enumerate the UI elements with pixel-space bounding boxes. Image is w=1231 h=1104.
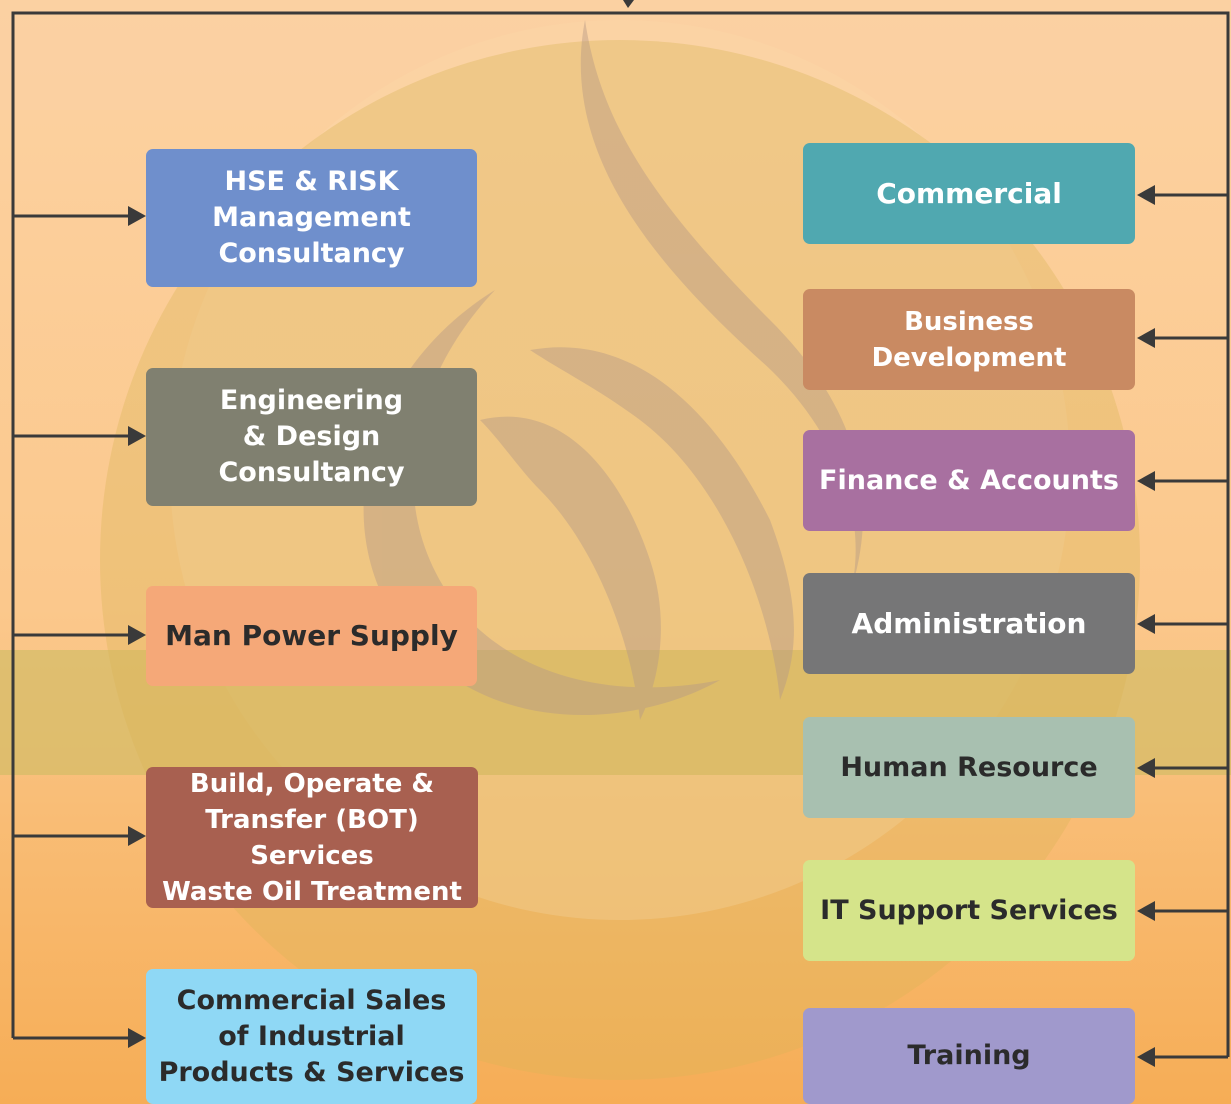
right-arrow-icon [128,1028,146,1048]
finance-accounts-label: Finance & Accounts [819,464,1119,496]
right-arrow-icon [128,625,146,645]
left-arrow-icon [1137,471,1155,491]
right-arrow-icon [128,826,146,846]
trunk-line [11,11,1230,1057]
business-development-box: Business Development [803,289,1135,390]
left-arrow-icon [1137,758,1155,778]
man-power-supply-box: Man Power Supply [146,586,477,686]
business-development-label: Business Development [871,306,1067,373]
administration-box: Administration [803,573,1135,674]
left-arrow-icon [1137,901,1155,921]
administration-label: Administration [851,606,1087,640]
commercial-label: Commercial [876,176,1062,210]
left-arrow-icon [1137,328,1155,348]
commercial-sales-label: Commercial Sales of Industrial Products … [158,984,465,1088]
bot-services-label: Build, Operate & Transfer (BOT) Services… [162,768,462,907]
it-support-services-box: IT Support Services [803,860,1135,961]
commercial-box: Commercial [803,143,1135,244]
left-arrow-icon [1137,614,1155,634]
engineering-design-box: Engineering & Design Consultancy [146,368,477,506]
it-support-services-label: IT Support Services [820,894,1118,926]
human-resource-box: Human Resource [803,717,1135,818]
commercial-sales-box: Commercial Sales of Industrial Products … [146,969,477,1104]
hse-risk-management-box: HSE & RISK Management Consultancy [146,149,477,287]
human-resource-label: Human Resource [840,751,1098,783]
bot-services-box: Build, Operate & Transfer (BOT) Services… [146,767,478,908]
training-box: Training [803,1008,1135,1104]
training-label: Training [907,1040,1031,1071]
hse-risk-management-label: HSE & RISK Management Consultancy [212,166,411,269]
right-arrow-icon [128,206,146,226]
right-arrow-icon [128,426,146,446]
top-arrow-icon [623,0,634,8]
man-power-supply-label: Man Power Supply [165,619,458,652]
engineering-design-label: Engineering & Design Consultancy [218,385,405,488]
left-arrow-icon [1137,1047,1155,1067]
left-arrow-icon [1137,185,1155,205]
finance-accounts-box: Finance & Accounts [803,430,1135,531]
